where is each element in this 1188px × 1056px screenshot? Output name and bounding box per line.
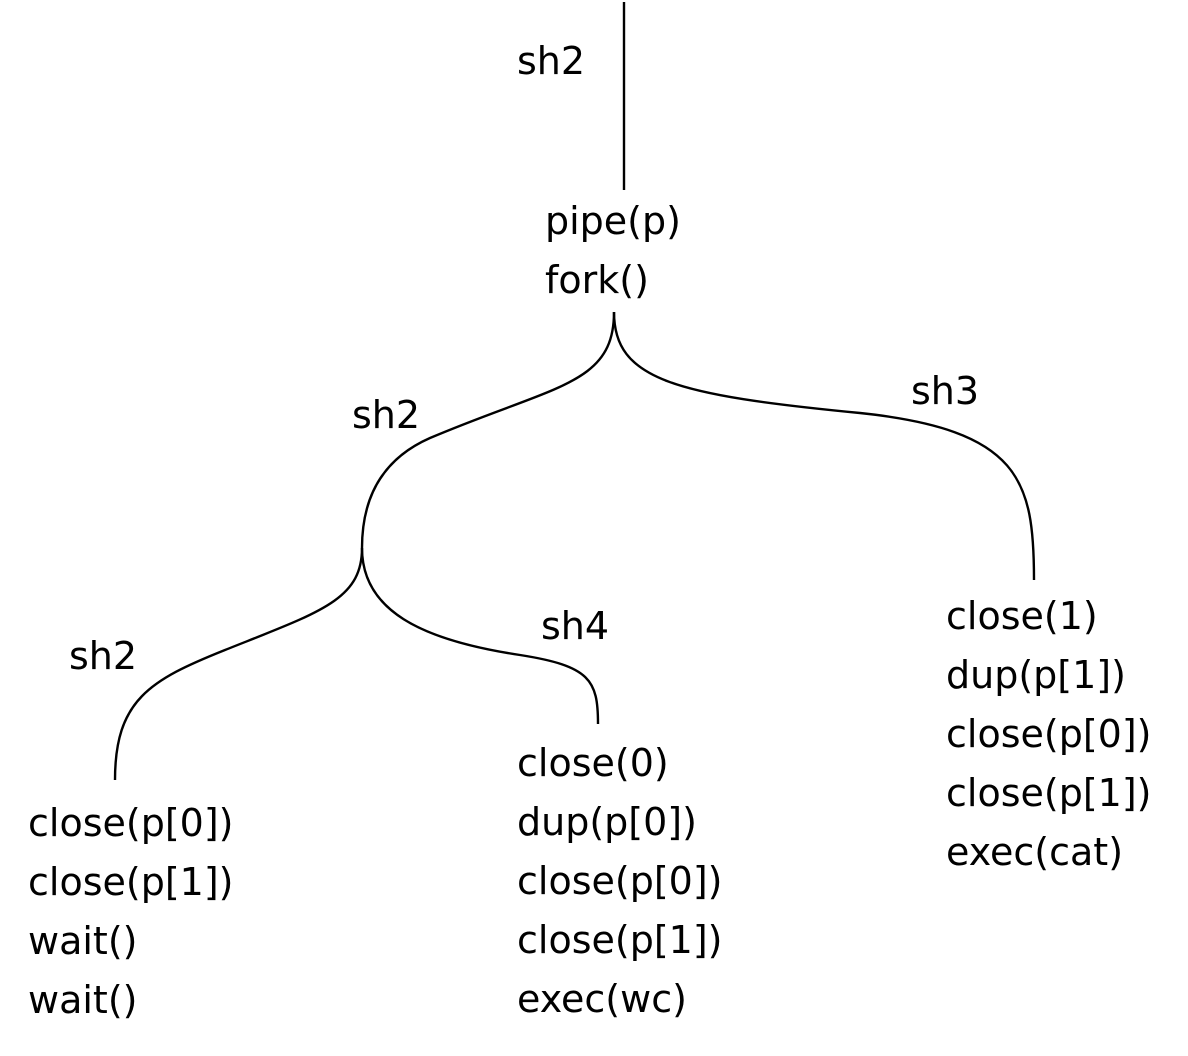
- process-label-sh3: sh3: [911, 369, 980, 413]
- call-fork: fork(): [545, 258, 649, 302]
- call-pipe: pipe(p): [545, 199, 681, 243]
- call-exec: exec(cat): [946, 830, 1124, 874]
- process-label-top-sh2: sh2: [517, 39, 586, 83]
- call-close: close(p[1]): [28, 860, 234, 904]
- sh2-call-list: close(p[0]) close(p[1]) wait() wait(): [28, 794, 233, 1030]
- edge-fork2-sh4: [360, 547, 600, 725]
- call-close: close(p[0]): [28, 801, 234, 845]
- sh4-call-list: close(0) dup(p[0]) close(p[0]) close(p[1…: [517, 734, 722, 1029]
- call-close: close(1): [946, 594, 1098, 638]
- call-close: close(p[0]): [517, 859, 723, 903]
- call-dup: dup(p[1]): [946, 653, 1126, 697]
- call-close: close(p[1]): [946, 771, 1152, 815]
- edge-fork1-sh2: [360, 311, 616, 549]
- process-label-fork2-sh2: sh2: [69, 634, 138, 678]
- process-label-sh4: sh4: [541, 604, 610, 648]
- call-wait: wait(): [28, 919, 138, 963]
- call-close: close(p[1]): [517, 918, 723, 962]
- edge-fork1-sh3: [612, 311, 1036, 581]
- sh3-call-list: close(1) dup(p[1]) close(p[0]) close(p[1…: [946, 587, 1151, 882]
- process-label-fork1-sh2: sh2: [352, 393, 421, 437]
- call-dup: dup(p[0]): [517, 800, 697, 844]
- call-wait: wait(): [28, 978, 138, 1022]
- call-exec: exec(wc): [517, 977, 687, 1021]
- call-close: close(0): [517, 741, 669, 785]
- call-close: close(p[0]): [946, 712, 1152, 756]
- parent-call-list: pipe(p) fork(): [545, 192, 681, 310]
- edge-fork2-sh2: [113, 547, 364, 781]
